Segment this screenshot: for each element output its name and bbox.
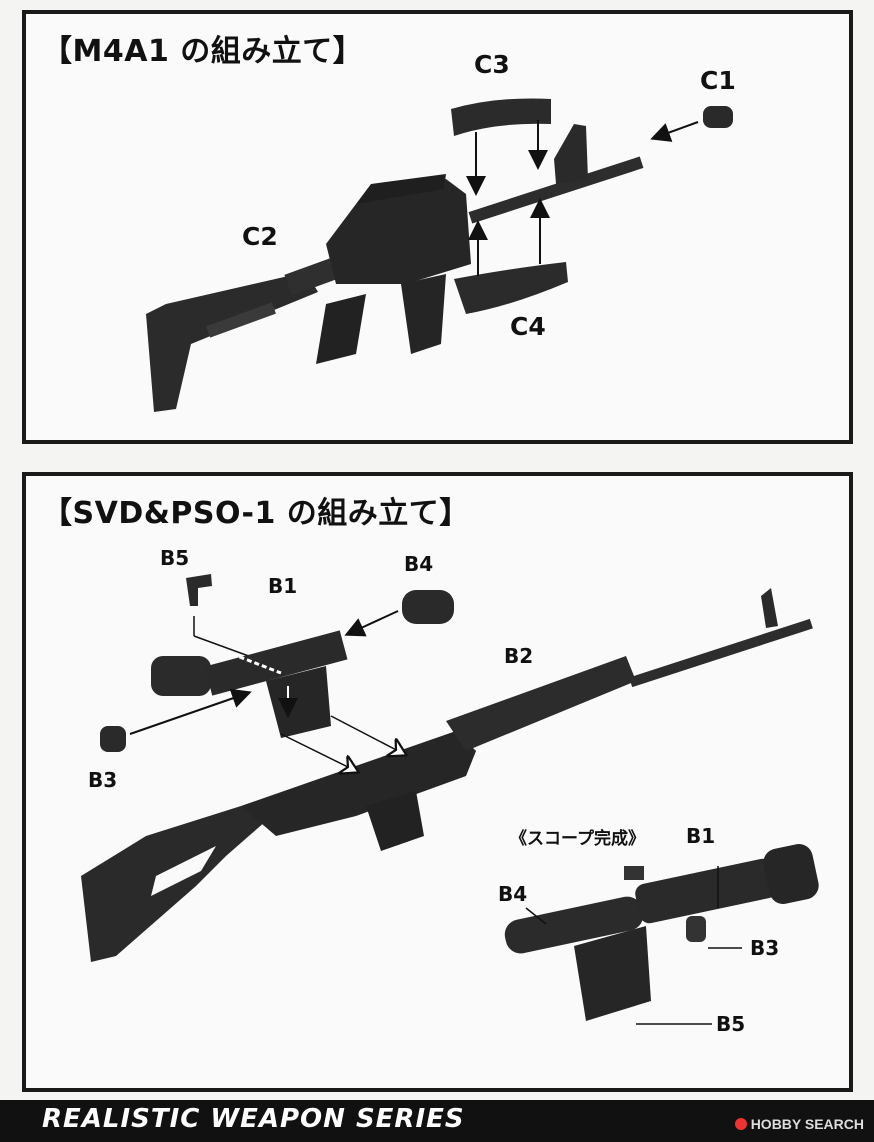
c1-part (703, 106, 733, 128)
label-b1: B1 (268, 574, 298, 598)
b3-part (100, 726, 126, 752)
svd-barrel (629, 618, 813, 688)
scope-complete-caption: 《スコープ完成》 (510, 829, 645, 849)
m4-receiver (326, 174, 471, 284)
svd-receiver (241, 731, 476, 836)
b1-part (151, 630, 348, 738)
svd-front-sight (761, 588, 778, 628)
svd-magazine (366, 791, 424, 851)
label-b2: B2 (504, 644, 534, 668)
m4-pistol-grip (316, 294, 366, 364)
scope-label-b1: B1 (686, 824, 716, 848)
m4a1-illustration (146, 98, 733, 412)
completed-scope-illustration (504, 844, 819, 1021)
b4-part (402, 590, 454, 624)
m4-barrel (468, 156, 644, 224)
svd-handguard (446, 656, 636, 751)
m4a1-assembly-panel: 【M4A1 の組み立て】 (22, 10, 853, 444)
svd-assembly-panel: 【SVD&PSO-1 の組み立て】 (22, 472, 853, 1092)
m4a1-panel-title: 【M4A1 の組み立て】 (42, 34, 364, 69)
label-c3: C3 (474, 50, 510, 79)
c4-part (454, 262, 568, 314)
svd-panel-title: 【SVD&PSO-1 の組み立て】 (42, 496, 470, 531)
logo-mark-icon (734, 1118, 747, 1130)
svd-illustration (81, 574, 819, 1025)
series-title: REALISTIC WEAPON SERIES (42, 1104, 465, 1134)
label-b5: B5 (160, 546, 190, 570)
label-c1: C1 (700, 66, 736, 95)
scope-label-b4: B4 (498, 882, 528, 906)
footer-bar: REALISTIC WEAPON SERIES HOBBY SEARCH (0, 1100, 874, 1142)
logo-text: HOBBY SEARCH (750, 1116, 864, 1132)
scope-label-b3: B3 (750, 936, 780, 960)
label-b3: B3 (88, 768, 118, 792)
b5-part (186, 574, 212, 606)
m4-front-sight (554, 124, 588, 184)
label-c2: C2 (242, 222, 278, 251)
hobby-search-logo: HOBBY SEARCH (734, 1116, 864, 1132)
label-c4: C4 (510, 312, 546, 341)
m4-stock (146, 272, 318, 412)
c3-part (451, 98, 551, 136)
scope-label-b5: B5 (716, 1012, 746, 1036)
label-b4: B4 (404, 552, 434, 576)
m4-magazine (401, 274, 446, 354)
